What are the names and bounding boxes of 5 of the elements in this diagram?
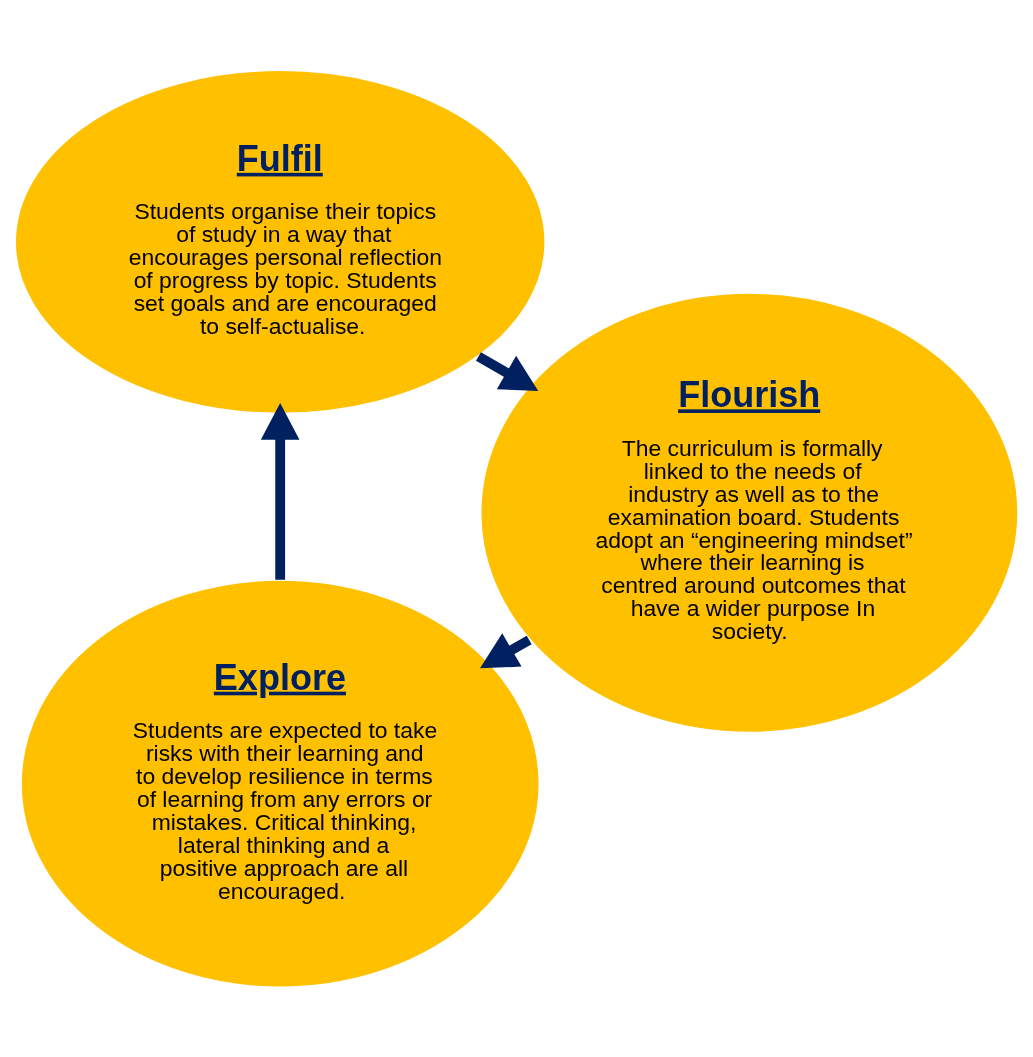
arrow — [476, 351, 539, 391]
arrow — [480, 632, 532, 668]
node-ellipse: Explore Students are expected to take risks with their learning and to develop resilience in terms of learning from any errors or mistakes. Critical thinking, lateral thinking and a positive approach are all encouraged. — [20, 578, 541, 988]
node-ellipse: Fulfil Students organise their topics of study in a way that encourages personal reflection of progress by topic. Students set goals and are encouraged to self-actualise. — [14, 69, 546, 414]
arrow — [260, 402, 300, 580]
